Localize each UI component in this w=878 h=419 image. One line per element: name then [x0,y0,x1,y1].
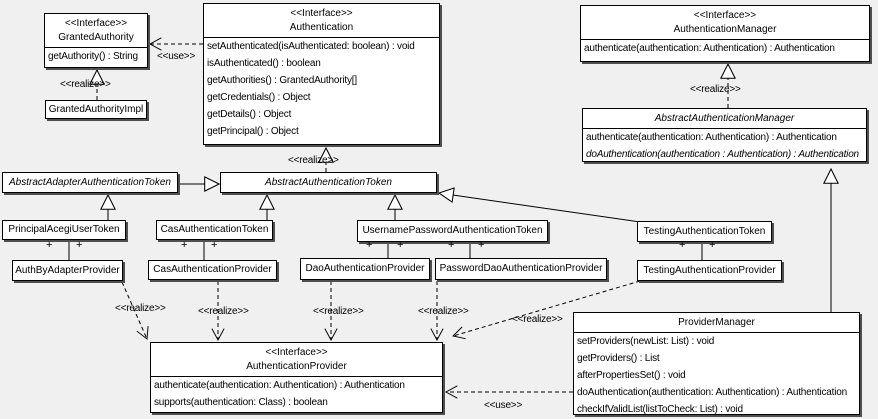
class-testing-authentication-token[interactable]: TestingAuthenticationToken [637,221,772,242]
class-name: AbstractAuthenticationToken [265,176,392,188]
class-name: TestingAuthenticationProvider [643,264,776,276]
class-abstract-adapter-authentication-token[interactable]: AbstractAdapterAuthenticationToken [2,172,178,193]
realize-edge-authbyadapterprovider [121,281,147,339]
class-name: Authentication [289,22,354,33]
stereotype-label: <<Interface>> [64,18,128,29]
use-label: <<use>> [157,51,196,62]
association-end-label: + [211,239,218,251]
stereotype-label: <<Interface>> [290,8,353,19]
method-row: checkIfValidList(listToCheck: List) : vo… [577,404,743,415]
class-username-password-authentication-token[interactable]: UsernamePasswordAuthenticationToken [357,220,548,242]
class-dao-authentication-provider[interactable]: DaoAuthenticationProvider [300,258,430,280]
realize-edge-testingprovider [453,280,641,336]
method-row: afterPropertiesSet() : void [577,370,686,381]
class-authentication-manager[interactable]: <<Interface>> AuthenticationManager auth… [580,5,870,62]
class-abstract-authentication-manager[interactable]: AbstractAuthenticationManager authentica… [582,108,867,162]
association-end-label: + [448,239,455,251]
method-row: isAuthenticated() : boolean [207,58,321,69]
method-row: authenticate(authentication: Authenticat… [584,43,835,54]
class-password-dao-authentication-provider[interactable]: PasswordDaoAuthenticationProvider [435,258,607,280]
method-row: getCredentials() : Object [207,92,311,103]
class-cas-authentication-token[interactable]: CasAuthenticationToken [156,220,273,240]
class-name: GrantedAuthorityImpl [48,103,144,115]
class-authentication[interactable]: <<Interface>> Authentication setAuthenti… [203,3,440,145]
realize-label: <<realize>> [288,155,339,166]
association-end-label: + [181,239,188,251]
realize-label: <<realize>> [313,306,364,317]
class-name: AuthenticationProvider [246,361,347,372]
realize-label: <<realize>> [690,84,741,95]
class-name: DaoAuthenticationProvider [305,263,425,274]
association-end-label: + [46,239,53,251]
class-authentication-provider[interactable]: <<Interface>> AuthenticationProvider aut… [150,342,443,413]
class-provider-manager[interactable]: ProviderManager setProviders(newList: Li… [573,312,860,415]
class-principal-acegi-user-token[interactable]: PrincipalAcegiUserToken [2,220,126,240]
class-name: PrincipalAcegiUserToken [8,224,120,235]
class-name: ProviderManager [678,317,755,328]
class-granted-authority-impl[interactable]: GrantedAuthorityImpl [45,100,147,119]
class-name: AuthenticationManager [673,24,777,35]
association-end-label: + [397,239,404,251]
method-row: getAuthority() : String [48,51,138,62]
stereotype-label: <<Interface>> [265,347,328,358]
class-abstract-authentication-token[interactable]: AbstractAuthenticationToken [220,172,437,193]
realize-label: <<realize>> [60,79,111,90]
class-name: CasAuthenticationToken [160,224,269,235]
realize-label: <<realize>> [198,306,249,317]
association-end-label: + [679,239,686,251]
realize-label: <<realize>> [115,303,166,314]
association-end-label: + [478,239,485,251]
method-row: doAuthentication(authentication: Authent… [577,387,847,398]
association-end-label: + [366,239,373,251]
class-name: UsernamePasswordAuthenticationToken [362,225,543,236]
class-granted-authority[interactable]: <<Interface>> GrantedAuthority getAuthor… [44,13,148,68]
method-row: getPrincipal() : Object [207,126,299,137]
use-label: <<use>> [484,400,523,411]
method-row: getDetails() : Object [207,109,292,120]
class-name: AbstractAuthenticationManager [654,113,795,124]
association-end-label: + [709,239,716,251]
class-name: TestingAuthenticationToken [643,225,766,237]
method-row: getProviders() : List [577,353,660,364]
stereotype-label: <<Interface>> [693,10,757,21]
class-testing-authentication-provider[interactable]: TestingAuthenticationProvider [637,260,782,281]
method-row: supports(authentication: Class) : boolea… [154,397,328,408]
class-name: CasAuthenticationProvider [153,264,272,275]
realize-label: <<realize>> [512,314,563,325]
method-row: getAuthorities() : GrantedAuthority[] [207,75,357,86]
method-row: setProviders(newList: List) : void [577,336,715,347]
realize-label: <<realize>> [418,306,469,317]
class-cas-authentication-provider[interactable]: CasAuthenticationProvider [148,260,277,280]
method-row: setAuthenticated(isAuthenticated: boolea… [207,41,415,52]
association-end-label: + [76,239,83,251]
method-row: authenticate(authentication: Authenticat… [586,132,837,143]
generalization-edge-testingtoken [439,193,641,223]
method-row: authenticate(authentication: Authenticat… [154,380,405,391]
method-row: doAuthentication(authentication : Authen… [586,149,859,160]
class-name: AuthByAdapterProvider [15,264,120,276]
class-name: GrantedAuthority [58,32,134,43]
class-name: AbstractAdapterAuthenticationToken [9,176,171,188]
class-name: PasswordDaoAuthenticationProvider [439,263,603,274]
class-auth-by-adapter-provider[interactable]: AuthByAdapterProvider [12,260,123,281]
